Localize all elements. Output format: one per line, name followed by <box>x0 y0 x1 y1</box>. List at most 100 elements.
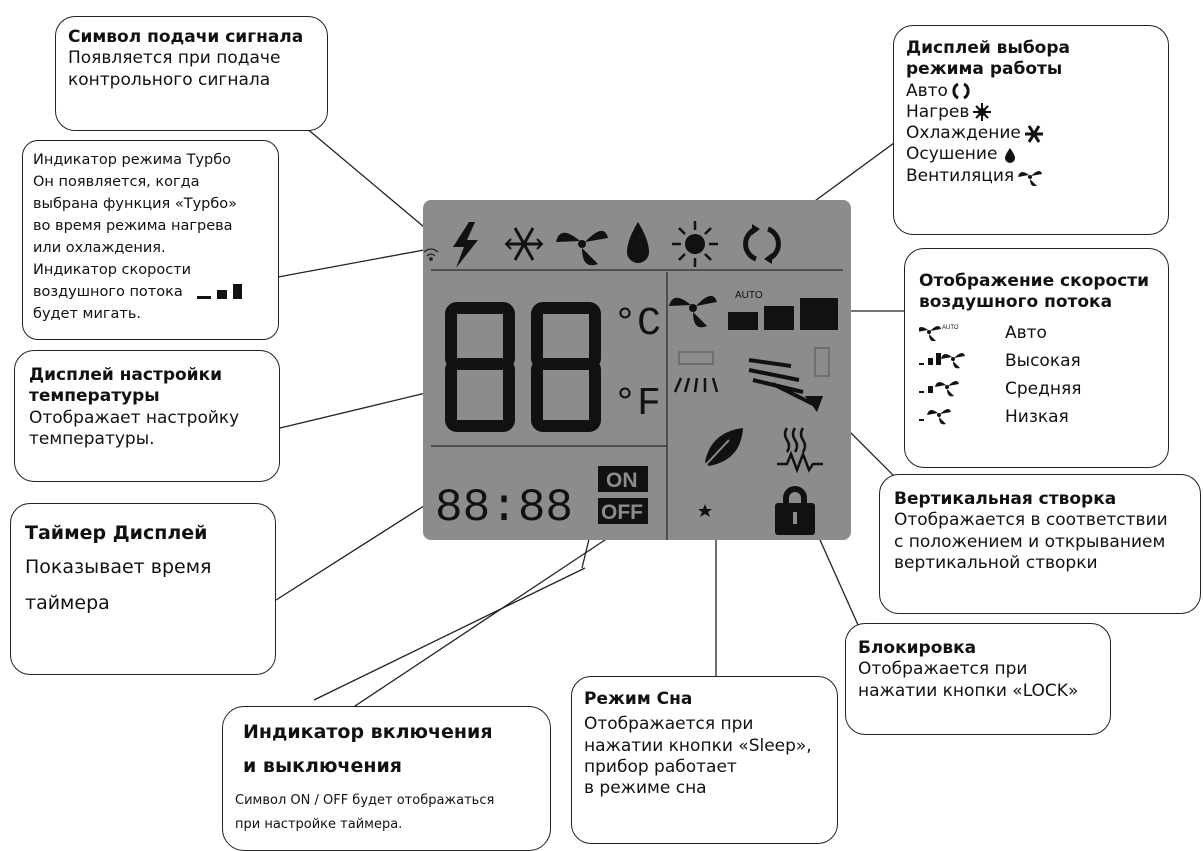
small-fan-auto-icon: AUTO <box>917 321 1005 346</box>
speed-medium-icon <box>919 377 1005 402</box>
callout-onoff-title2: и выключения <box>243 754 402 777</box>
fan-icon <box>556 230 608 266</box>
speed-row-medium: Средняя <box>919 376 1154 404</box>
turbo-line: Индикатор режима Турбо <box>33 152 232 168</box>
heat-mode-icon <box>973 103 992 122</box>
callout-sleep-body: прибор работает <box>584 756 737 777</box>
callout-lock-body2: нажатии кнопки «LOCK» <box>858 680 1079 701</box>
callout-turbo: Индикатор режима Турбо Он появляется, ко… <box>22 140 279 340</box>
callout-timer-body2: таймера <box>25 591 110 614</box>
lcd-auto-label: AUTO <box>735 290 763 301</box>
unit-celsius: °C <box>613 302 661 347</box>
dry-mode-icon <box>1005 147 1016 163</box>
louver-icon-right <box>748 347 830 412</box>
callout-onoff-body2: при настройке таймера. <box>235 816 403 832</box>
callout-louver-body: Отображается в соответствии <box>894 510 1168 531</box>
turbo-line: выбрана функция «Турбо» <box>33 196 238 212</box>
callout-timer: Таймер Дисплей Показывает время таймера <box>10 503 276 675</box>
drop-icon <box>627 222 649 263</box>
louver-icon-left <box>673 351 719 393</box>
callout-temp: Дисплей настройки температуры Отображает… <box>14 350 280 482</box>
signal-icon <box>423 248 439 261</box>
callout-timer-body1: Показывает время <box>25 555 212 578</box>
lcd-display: °C °F 88:88 ON OFF AUTO <box>423 200 851 540</box>
mode-row-fan: Вентиляция <box>906 166 1156 187</box>
callout-mode-title2: режима работы <box>906 59 1063 80</box>
callout-signal: Символ подачи сигнала Появляется при под… <box>55 16 328 131</box>
callout-timer-title: Таймер Дисплей <box>25 522 208 544</box>
callout-sleep-body: Отображается при <box>584 714 754 735</box>
callout-fan-title2: воздушного потока <box>919 292 1113 313</box>
speed-low-icon <box>919 405 1005 430</box>
callout-temp-title1: Дисплей настройки <box>29 365 223 385</box>
turbo-line: во время режима нагрева <box>33 218 233 234</box>
sleep-moon-icon <box>690 492 719 526</box>
mode-row-heat: Нагрев <box>906 102 1156 123</box>
mode-label-dry: Осушение <box>906 144 998 165</box>
callout-sleep-body: нажатии кнопки «Sleep», <box>584 735 812 756</box>
leaf-icon <box>698 428 743 473</box>
mode-row-cool: Охлаждение <box>906 123 1156 144</box>
mode-row-dry: Осушение <box>906 144 1156 165</box>
snowflake-icon <box>504 227 544 261</box>
mode-label-heat: Нагрев <box>906 101 970 122</box>
cool-mode-icon <box>1024 124 1043 143</box>
speed-row-auto: AUTO Авто <box>917 320 1154 348</box>
turbo-line: или охлаждения. <box>33 240 166 256</box>
speed-row-high: Высокая <box>919 348 1154 376</box>
callout-sleep: Режим Сна Отображается при нажатии кнопк… <box>571 676 838 844</box>
speed-row-low: Низкая <box>919 404 1154 432</box>
callout-temp-body2: температуры. <box>29 428 155 449</box>
speed-label-high: Высокая <box>1005 350 1081 371</box>
turbo-last-line: будет мигать. <box>33 306 141 322</box>
callout-sleep-body: в режиме сна <box>584 778 707 798</box>
callout-louver-title: Вертикальная створка <box>894 489 1117 509</box>
callout-signal-title: Символ подачи сигнала <box>68 27 304 47</box>
callout-mode-title1: Дисплей выбора <box>906 38 1071 58</box>
speed-bars-icon <box>196 284 242 299</box>
mode-row-auto: Авто <box>906 81 1156 102</box>
callout-louver-body: вертикальной створки <box>894 552 1098 573</box>
lock-icon <box>775 486 815 535</box>
auto-mode-icon <box>952 82 970 100</box>
callout-temp-title2: температуры <box>29 386 160 407</box>
timer-digits: 88:88 <box>435 482 573 534</box>
callout-louver: Вертикальная створка Отображается в соот… <box>879 474 1201 614</box>
off-label: OFF <box>601 501 643 524</box>
svg-text:AUTO: AUTO <box>942 325 959 331</box>
callout-temp-body1: Отображает настройку <box>29 407 240 428</box>
turbo-line-bar-text: воздушного потока <box>33 284 183 300</box>
callout-fan-speed: Отображение скорости воздушного потока A… <box>904 248 1169 468</box>
turbo-line: Он появляется, когда <box>33 174 200 190</box>
on-label: ON <box>606 469 638 492</box>
auto-cycle-icon <box>743 224 781 264</box>
mode-label-cool: Охлаждение <box>906 123 1021 143</box>
lcd-fan-icon <box>669 295 717 328</box>
callout-fan-title1: Отображение скорости <box>919 271 1150 291</box>
callout-lock-title: Блокировка <box>858 638 977 658</box>
turbo-line: Индикатор скорости <box>33 262 192 278</box>
callout-louver-body: с положением и открыванием <box>894 531 1166 552</box>
temp-digits <box>445 302 601 432</box>
mode-label-fan: Вентиляция <box>906 165 1015 186</box>
lcd-speed-bars <box>728 298 838 330</box>
callout-onoff: Индикатор включения и выключения Символ … <box>222 706 551 851</box>
turbo-icon <box>453 222 478 268</box>
callout-sleep-title: Режим Сна <box>584 689 693 709</box>
speed-label-auto: Авто <box>1005 322 1047 343</box>
sun-icon <box>672 221 718 267</box>
callout-onoff-title1: Индикатор включения <box>243 721 493 743</box>
callout-lock: Блокировка Отображается при нажатии кноп… <box>845 623 1111 735</box>
heater-icon <box>777 427 823 474</box>
turbo-bar-line: воздушного потока <box>33 281 268 303</box>
speed-label-medium: Средняя <box>1005 378 1082 399</box>
callout-signal-line2: контрольного сигнала <box>68 69 271 90</box>
fan-mode-icon <box>1018 171 1043 187</box>
speed-high-icon <box>919 349 1005 374</box>
callout-lock-body1: Отображается при <box>858 659 1028 680</box>
speed-label-low: Низкая <box>1005 406 1069 427</box>
mode-label-auto: Авто <box>906 80 948 101</box>
callout-onoff-body1: Символ ON / OFF будет отображаться <box>235 792 495 808</box>
callout-signal-line1: Появляется при подаче <box>68 48 281 69</box>
